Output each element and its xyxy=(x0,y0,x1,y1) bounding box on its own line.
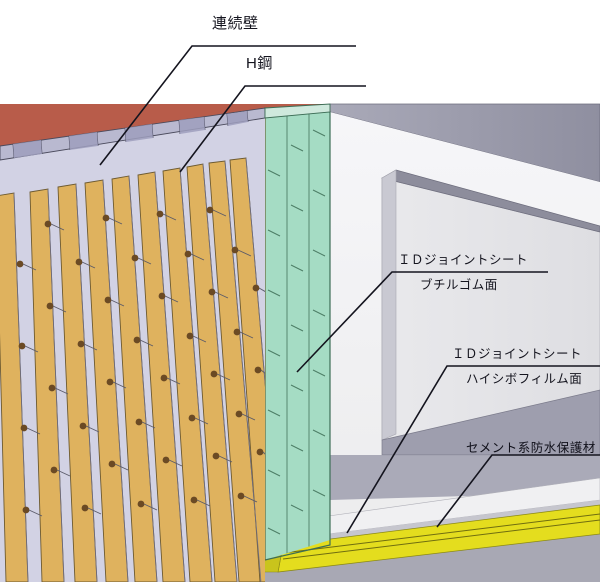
id-joint-sheet-green xyxy=(265,108,330,560)
retaining-wall-panel xyxy=(0,108,265,582)
leader-lines xyxy=(99,45,600,534)
floor-surface xyxy=(100,500,600,582)
label-cement-protection: セメント系防水保護材 xyxy=(466,441,596,455)
inner-recess-left-bevel xyxy=(381,169,397,441)
label-h-steel: H鋼 xyxy=(246,55,273,72)
label-id-joint-sheet-butyl-line1: ＩＤジョイントシート xyxy=(398,253,529,267)
label-id-joint-sheet-butyl-line2: ブチルゴム面 xyxy=(420,278,498,292)
label-continuous-wall: 連続壁 xyxy=(212,15,259,32)
leader-continuous-wall xyxy=(99,45,356,166)
leader-h-steel xyxy=(179,85,366,173)
leader-id-sheet-butyl xyxy=(296,271,548,373)
wall-fasteners xyxy=(16,206,265,517)
sheet-top-cap xyxy=(264,103,331,119)
leader-id-sheet-film xyxy=(346,365,600,534)
label-id-joint-sheet-film-line2: ハイシボフィルム面 xyxy=(466,372,583,386)
wall-top-caps xyxy=(0,103,331,161)
cement-protection-wedge xyxy=(381,389,600,456)
h-steel-stripes xyxy=(0,157,265,582)
leader-cement-protection xyxy=(436,454,600,528)
label-id-joint-sheet-film-line1: ＩＤジョイントシート xyxy=(452,347,583,361)
interior-concrete-structure xyxy=(329,103,600,545)
